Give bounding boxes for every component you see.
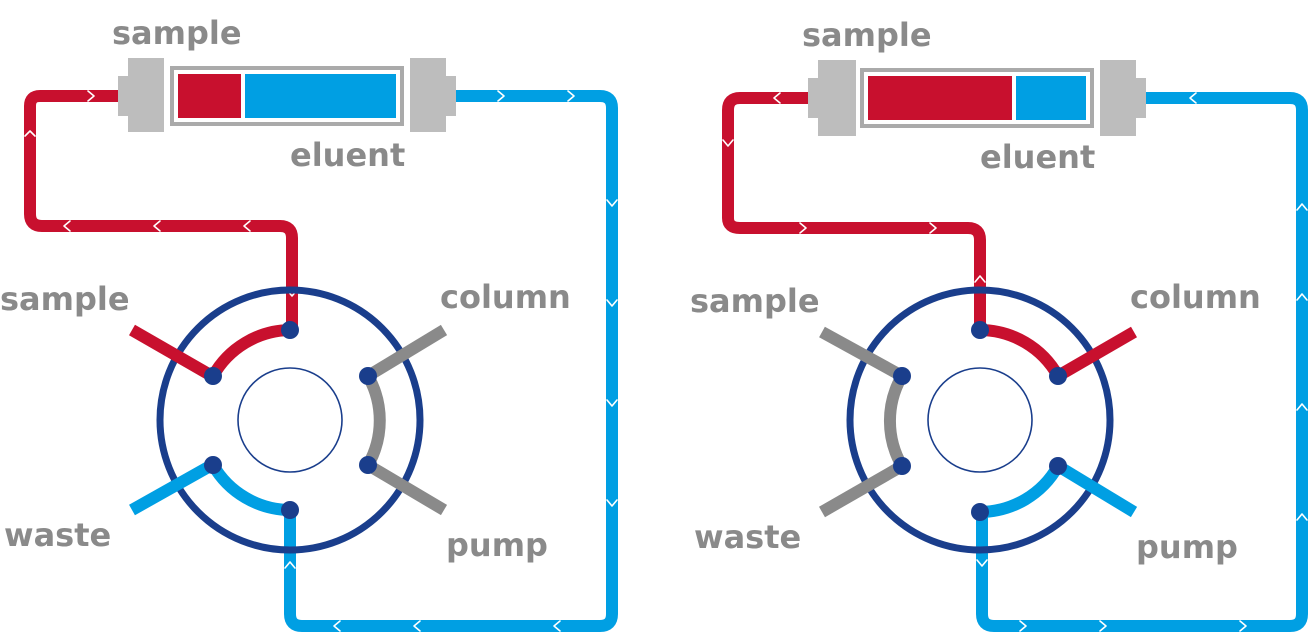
groove-loop-column — [979, 324, 1064, 380]
pump-port-line — [1054, 460, 1138, 518]
sample-port-line — [129, 324, 215, 382]
port-dot — [359, 367, 377, 385]
label-waste: waste — [4, 516, 111, 554]
loop-fill-eluent — [1016, 76, 1086, 120]
flow-chevrons — [24, 90, 618, 632]
loop-fitting-right-cap — [444, 76, 456, 116]
port-dot — [971, 321, 989, 339]
loop-fill-sample — [868, 76, 1012, 120]
sample-loop-tubing-red — [722, 92, 986, 330]
label-pump: pump — [1136, 528, 1238, 566]
sample-loop — [808, 60, 1146, 136]
port-dot — [1049, 367, 1067, 385]
waste-port-line — [129, 459, 215, 516]
sample-loop-tubing-red — [24, 90, 298, 330]
label-column: column — [440, 278, 571, 316]
port-dot — [281, 501, 299, 519]
loop-fitting-left — [128, 58, 164, 132]
waste-port-line — [819, 460, 905, 518]
port-dot — [281, 321, 299, 339]
label-eluent: eluent — [980, 138, 1095, 176]
port-dot — [893, 367, 911, 385]
loop-fitting-right-cap — [1134, 78, 1146, 118]
port-dot — [971, 503, 989, 521]
loop-fitting-left — [818, 60, 856, 136]
injection-valve — [129, 286, 448, 554]
return-tubing-blue — [284, 90, 618, 632]
panel-inject: sample eluent sample column waste pump — [690, 16, 1308, 632]
injection-valve — [819, 286, 1138, 554]
groove-pump-loop — [979, 462, 1064, 518]
label-sample-port: sample — [690, 282, 820, 320]
loop-fitting-left-cap — [808, 78, 820, 118]
valve-rotor — [927, 367, 1033, 473]
sample-loop — [118, 58, 456, 132]
port-dot — [204, 367, 222, 385]
label-sample-port: sample — [0, 280, 130, 318]
valve-body — [846, 286, 1114, 554]
port-dot — [204, 456, 222, 474]
sample-port-line — [819, 326, 905, 382]
label-sample-top: sample — [802, 16, 932, 54]
groove-sample-loop — [207, 324, 291, 380]
pump-port-line — [364, 459, 448, 516]
loop-fitting-left-cap — [118, 76, 130, 116]
valve-rotor — [237, 367, 343, 473]
port-dot — [359, 456, 377, 474]
valve-body — [156, 286, 424, 554]
flow-chevrons — [722, 92, 1308, 632]
loop-fitting-right — [1100, 60, 1136, 136]
label-column: column — [1130, 278, 1261, 316]
label-eluent: eluent — [290, 136, 405, 174]
label-pump: pump — [446, 526, 548, 564]
label-sample-top: sample — [112, 14, 242, 52]
loop-fill-eluent — [245, 74, 396, 118]
label-waste: waste — [694, 518, 801, 556]
groove-column-pump — [362, 373, 386, 468]
return-tubing-blue — [976, 92, 1308, 632]
panel-load: sample eluent sample column waste pump — [0, 14, 618, 632]
groove-sample-waste — [883, 373, 908, 469]
port-dot — [1049, 457, 1067, 475]
loop-fitting-right — [410, 58, 446, 132]
column-port-line — [364, 324, 448, 382]
column-port-line — [1054, 326, 1138, 382]
groove-loop-waste — [207, 461, 291, 516]
port-dot — [893, 457, 911, 475]
loop-fill-sample — [178, 74, 241, 118]
